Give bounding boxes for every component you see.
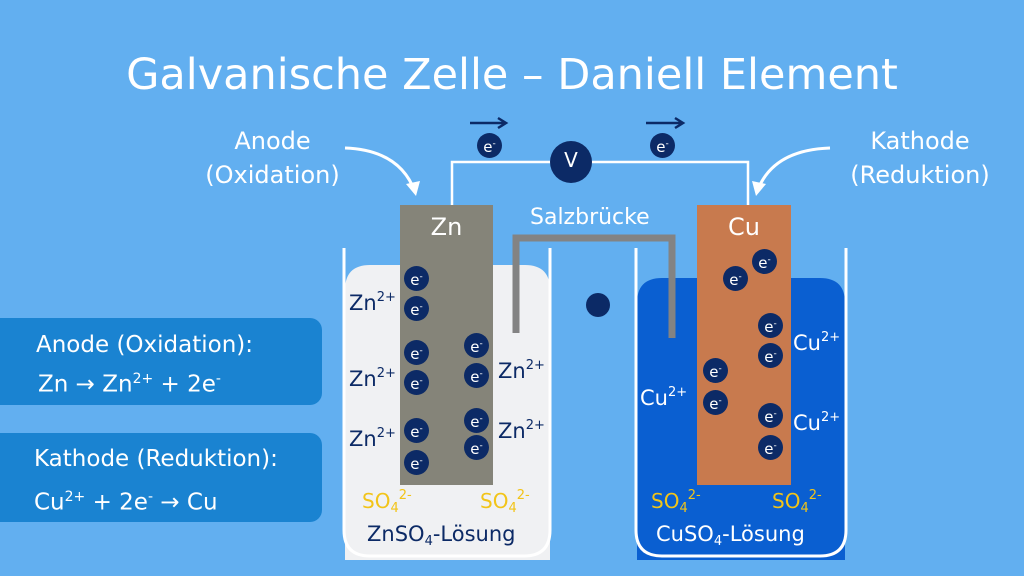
info-anode-equation: Zn → Zn2+ + 2e- — [38, 371, 221, 398]
anode-pointer-arrow-icon — [344, 146, 417, 193]
zinc-ion: Zn2+ — [349, 426, 396, 451]
electron: e- — [758, 313, 783, 338]
sulfate-ion: SO42- — [362, 488, 412, 516]
electron: e- — [404, 296, 429, 321]
cu-solution-label: CuSO4-Lösung — [656, 522, 805, 549]
electron: e- — [404, 340, 429, 365]
info-anode-heading: Anode (Oxidation): — [36, 332, 253, 358]
electron-flow-arrow-right-icon — [646, 116, 686, 130]
zn-beaker — [342, 248, 552, 558]
electron: e- — [404, 370, 429, 395]
electron: e- — [758, 435, 783, 460]
kathode-label-line1: Kathode — [870, 127, 970, 155]
anode-label-line1: Anode — [234, 127, 311, 155]
copper-ion: Cu2+ — [793, 330, 841, 355]
salt-bridge-label: Salzbrücke — [530, 205, 650, 230]
zn-solution-label: ZnSO4-Lösung — [367, 522, 516, 549]
copper-ion: Cu2+ — [793, 410, 841, 435]
info-kathode-equation: Cu2+ + 2e- → Cu — [34, 489, 218, 516]
electron: e- — [650, 133, 675, 158]
copper-ion: Cu2+ — [640, 385, 688, 410]
wire — [450, 160, 750, 206]
anode-label: Anode (Oxidation) — [180, 124, 365, 192]
copper-electrode-label: Cu — [728, 213, 760, 241]
info-box-kathode: Kathode (Reduktion): Cu2+ + 2e- → Cu — [0, 433, 322, 522]
cu-beaker — [634, 248, 848, 558]
electron: e- — [723, 266, 748, 291]
sulfate-ion: SO42- — [772, 488, 822, 516]
electron: e- — [404, 450, 429, 475]
voltmeter-label: V — [564, 148, 578, 172]
electron: e- — [703, 390, 728, 415]
info-kathode-heading: Kathode (Reduktion): — [34, 446, 278, 472]
electron: e- — [758, 343, 783, 368]
electron: e- — [464, 363, 489, 388]
anode-label-line2: (Oxidation) — [205, 161, 340, 189]
electron-flow-arrow-left-icon — [470, 116, 509, 130]
zinc-ion: Zn2+ — [349, 366, 396, 391]
page-title: Galvanische Zelle – Daniell Element — [126, 50, 898, 100]
sulfate-ion: SO42- — [651, 488, 701, 516]
electron: e- — [464, 435, 489, 460]
ion-dot — [586, 293, 610, 317]
zinc-ion: Zn2+ — [498, 358, 545, 383]
zinc-electrode-label: Zn — [430, 213, 463, 241]
electron: e- — [752, 249, 777, 274]
zinc-ion: Zn2+ — [498, 418, 545, 443]
electron: e- — [758, 403, 783, 428]
salt-bridge — [512, 234, 676, 338]
sulfate-ion: SO42- — [480, 488, 530, 516]
info-box-anode: Anode (Oxidation): Zn → Zn2+ + 2e- — [0, 318, 322, 405]
electron: e- — [464, 333, 489, 358]
electron: e- — [703, 358, 728, 383]
electron: e- — [404, 266, 429, 291]
kathode-label-line2: (Reduktion) — [850, 161, 990, 189]
kathode-label: Kathode (Reduktion) — [830, 124, 1010, 192]
electron: e- — [464, 408, 489, 433]
electron: e- — [404, 418, 429, 443]
kathode-pointer-arrow-icon — [755, 146, 831, 193]
zinc-ion: Zn2+ — [349, 290, 396, 315]
voltmeter-circle — [550, 141, 592, 183]
electron: e- — [477, 133, 502, 158]
